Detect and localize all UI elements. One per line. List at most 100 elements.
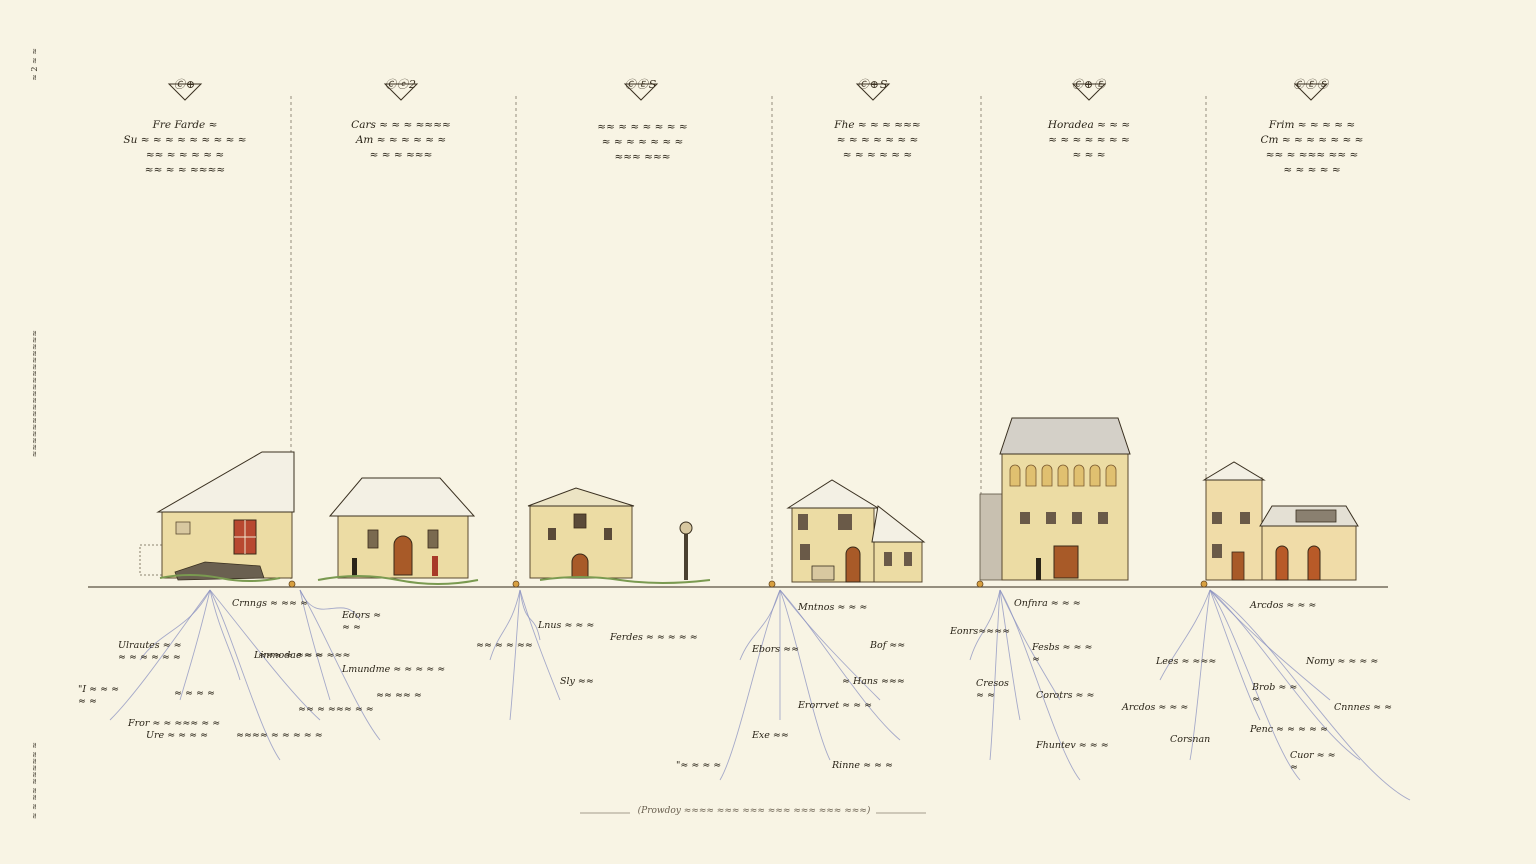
shield-icon [383, 83, 419, 101]
root-line [739, 589, 781, 661]
root-line [209, 589, 321, 721]
root-line [299, 589, 381, 741]
root-line [779, 589, 881, 701]
arched-window [1025, 464, 1037, 487]
root-line [999, 589, 1061, 701]
root-line [1189, 589, 1211, 761]
column-header-5: Horadea ≈ ≈ ≈ ≈ ≈ ≈ ≈ ≈ ≈ ≈ ≈ ≈ ≈ [1047, 119, 1131, 161]
window [1072, 512, 1082, 524]
root-label: Fhuntev ≈ ≈ ≈ [1036, 740, 1109, 751]
period-label-6: ⒸⒺⓈ [1293, 78, 1329, 91]
root-line [179, 589, 211, 701]
root-label: Lmundme ≈ ≈ ≈ ≈ ≈ [342, 664, 446, 675]
arched-window [1073, 464, 1085, 487]
root-line [1209, 589, 1261, 721]
root-line [989, 589, 1001, 761]
period-icons [167, 83, 1329, 101]
period-label-3: ⒸⒺS [624, 78, 658, 91]
timeline-node [768, 580, 776, 588]
building-4 [786, 479, 926, 583]
root-line [489, 589, 521, 661]
root-label: Edors ≈ ≈ ≈ [342, 610, 382, 633]
root-line [779, 589, 901, 741]
root-label: Nomy ≈ ≈ ≈ ≈ [1306, 656, 1379, 667]
root-label: ≈≈ ≈≈ ≈ [376, 690, 422, 701]
shield-icon [1071, 83, 1107, 101]
root-label: Onfnra ≈ ≈ ≈ [1014, 598, 1081, 609]
shield-icon [623, 83, 659, 101]
column-header-3: ≈≈ ≈ ≈ ≈ ≈ ≈ ≈ ≈ ≈ ≈ ≈ ≈ ≈ ≈ ≈≈≈ ≈≈≈ [597, 121, 688, 163]
root-label: Fesbs ≈ ≈ ≈ ≈ [1032, 642, 1093, 665]
root-label: "≈ ≈ ≈ ≈ [676, 760, 722, 771]
building-1 [139, 451, 295, 582]
window [1020, 512, 1030, 524]
arched-window [1057, 464, 1069, 487]
root-line [719, 589, 781, 781]
root-label: ≈≈≈ ≈ ≈≈ ≈ [258, 650, 323, 661]
root-line [209, 589, 281, 761]
root-label: Linmodae ≈ ≈ ≈≈≈ [254, 650, 351, 661]
arched-window [1009, 464, 1021, 487]
margin-note-middle: ≈≈≈≈≈≈≈≈≈≈≈≈≈≈≈≈≈≈≈ [30, 330, 39, 458]
shield-icon [167, 83, 203, 101]
root-label: Rinne ≈ ≈ ≈ [832, 760, 893, 771]
root-line [1209, 589, 1411, 801]
root-line [109, 589, 211, 721]
root-label: Brob ≈ ≈ ≈ [1252, 682, 1298, 705]
root-line [1159, 589, 1211, 681]
root-label: Arcdos ≈ ≈ ≈ [1250, 600, 1317, 611]
shield-icon [1293, 83, 1329, 101]
root-line [299, 589, 331, 701]
root-label: ≈ ≈ ≈ ≈ [174, 688, 215, 699]
shield-icon [855, 83, 891, 101]
building-5 [979, 417, 1131, 581]
timeline-node [1200, 580, 1208, 588]
arched-window [1041, 464, 1053, 487]
root-label: Sly ≈≈ [560, 676, 594, 687]
timeline-node [976, 580, 984, 588]
root-label: ≈ Hans ≈≈≈ [842, 676, 905, 687]
root-label: Cuor ≈ ≈ ≈ [1290, 750, 1336, 773]
root-line [999, 589, 1081, 781]
root-label: "I ≈ ≈ ≈ ≈ ≈ [78, 684, 120, 707]
period-label-4: Ⓒ⊕S [857, 78, 889, 91]
root-label: ≈≈ ≈ ≈ ≈≈ [476, 640, 533, 651]
root-label: Corotrs ≈ ≈ [1036, 690, 1095, 701]
column-header-2: Cars ≈ ≈ ≈ ≈≈≈≈ Am ≈ ≈ ≈ ≈ ≈ ≈ ≈ ≈ ≈ ≈≈≈ [351, 119, 451, 161]
root-label: Ebors ≈≈ [752, 644, 800, 655]
root-label: Fror ≈ ≈ ≈≈≈ ≈ ≈ [128, 718, 221, 729]
root-label: Cresos ≈ ≈ [976, 678, 1009, 701]
root-label: Arcdos ≈ ≈ ≈ [1122, 702, 1189, 713]
root-label: Mntnos ≈ ≈ ≈ [798, 602, 868, 613]
root-line [1209, 589, 1301, 781]
margin-note-top: ≈ 2 ≈ ≈ [30, 48, 39, 81]
window [1046, 512, 1056, 524]
arched-window [1105, 464, 1117, 487]
root-line [1209, 589, 1361, 761]
root-label: Ferdes ≈ ≈ ≈ ≈ ≈ [610, 632, 698, 643]
root-label: Ure ≈ ≈ ≈ ≈ [146, 730, 209, 741]
root-line [519, 589, 561, 701]
root-label: Corsnan [1170, 734, 1211, 745]
timeline-node [512, 580, 520, 588]
root-line [1209, 589, 1331, 701]
root-label: Bof ≈≈ [870, 640, 906, 651]
timeline-node [288, 580, 296, 588]
column-header-1: Fre Farde ≈ Su ≈ ≈ ≈ ≈ ≈ ≈ ≈ ≈ ≈ ≈≈ ≈ ≈ … [123, 119, 247, 176]
root-line [779, 589, 831, 761]
period-label-5: Ⓒ⊕Ⓔ [1071, 78, 1107, 91]
column-header-4: Fhe ≈ ≈ ≈ ≈≈≈ ≈ ≈ ≈ ≈ ≈ ≈ ≈ ≈ ≈ ≈ ≈ ≈ ≈ [834, 119, 921, 161]
root-label: Exe ≈≈ [752, 730, 789, 741]
window [1098, 512, 1108, 524]
period-label-1: Ⓒ⊕ [173, 78, 197, 91]
root-line [209, 589, 241, 681]
root-label: Lees ≈ ≈≈≈ [1156, 656, 1217, 667]
root-label: Eonrs≈≈≈≈ [950, 626, 1011, 637]
root-label: ≈≈≈≈ ≈ ≈ ≈ ≈ ≈ [236, 730, 323, 741]
column-header-6: Frim ≈ ≈ ≈ ≈ ≈ Cm ≈ ≈ ≈ ≈ ≈ ≈ ≈ ≈≈ ≈ ≈≈≈… [1260, 119, 1364, 176]
building-3 [527, 487, 711, 584]
root-label: Ulrautes ≈ ≈ ≈ ≈ ≈ ≈ ≈ ≈ [118, 640, 182, 663]
root-line [519, 589, 541, 641]
